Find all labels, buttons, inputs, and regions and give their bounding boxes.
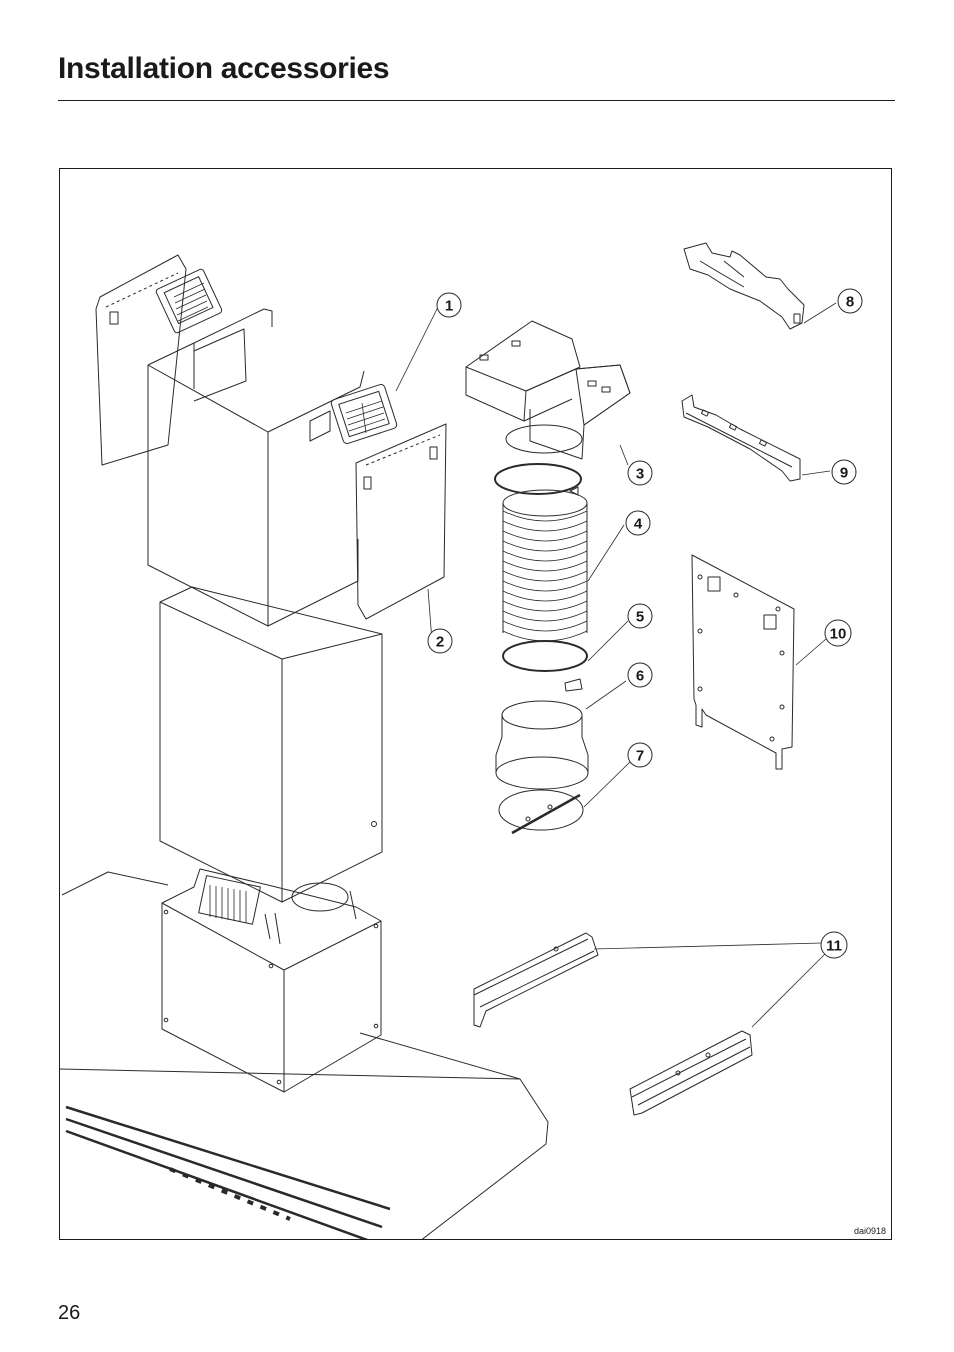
part-10-mounting-plate (692, 555, 794, 769)
callout-5: 5 (628, 604, 652, 628)
svg-text:11: 11 (826, 938, 842, 955)
svg-text:4: 4 (634, 516, 643, 533)
callout-9: 9 (832, 460, 856, 484)
callout-2: 2 (428, 629, 452, 653)
callout-6: 6 (628, 663, 652, 687)
callout-11: 11 (821, 932, 847, 958)
part-6-connecting-ring (496, 701, 588, 789)
exploded-diagram: 1 2 3 4 5 6 7 8 9 10 11 dai0918 (59, 168, 892, 1240)
diagram-drawing: 1 2 3 4 5 6 7 8 9 10 11 dai0918 (60, 169, 892, 1240)
svg-text:8: 8 (846, 294, 854, 311)
title-rule (58, 100, 895, 101)
part-1-air-grille (330, 383, 397, 444)
callout-8: 8 (838, 289, 862, 313)
callouts: 1 2 3 4 5 6 7 8 9 10 11 (428, 289, 862, 958)
svg-text:5: 5 (636, 609, 644, 626)
callout-4: 4 (626, 511, 650, 535)
callout-7: 7 (628, 743, 652, 767)
upper-chimney (148, 309, 364, 626)
svg-text:6: 6 (636, 668, 644, 685)
part-11-support-rails (474, 933, 752, 1115)
callout-10: 10 (825, 620, 851, 646)
part-5-hose-clamp (503, 641, 587, 691)
leader-lines (396, 303, 836, 1027)
callout-3: 3 (628, 461, 652, 485)
svg-text:9: 9 (840, 465, 848, 482)
svg-text:3: 3 (636, 466, 644, 483)
part-3-duct-transition (466, 321, 630, 459)
part-4-flexible-hose (495, 464, 587, 641)
page-title: Installation accessories (58, 52, 389, 86)
svg-text:2: 2 (436, 634, 444, 651)
part-8-bracket (684, 243, 804, 329)
svg-text:7: 7 (636, 748, 644, 765)
svg-text:1: 1 (445, 298, 453, 315)
lower-chimney (160, 587, 382, 902)
callout-1: 1 (437, 293, 461, 317)
motor-housing (162, 869, 381, 1092)
figure-code: dai0918 (854, 1226, 886, 1236)
part-7-backflow-flap (499, 790, 583, 833)
part-2-vent-cover (356, 424, 446, 619)
hood-canopy (60, 872, 548, 1240)
page-number: 26 (58, 1302, 80, 1325)
part-9-mounting-rail (682, 395, 800, 481)
svg-text:10: 10 (830, 626, 847, 643)
